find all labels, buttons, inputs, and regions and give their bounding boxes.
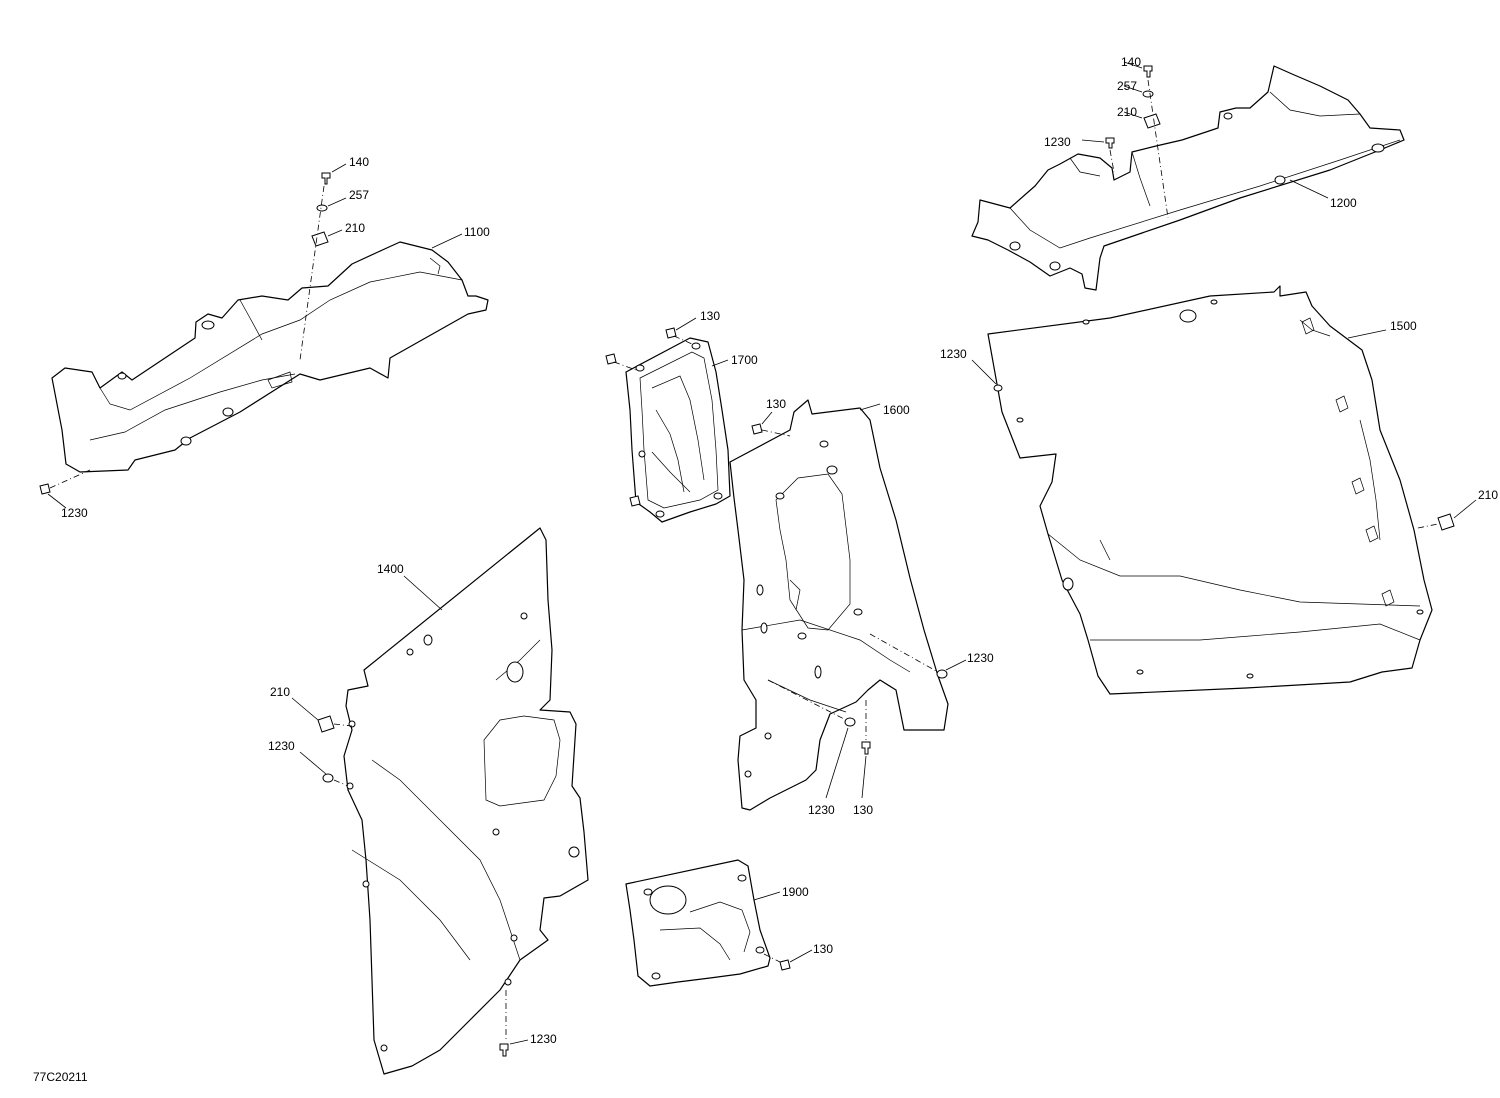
- callout-1230: 1230: [61, 506, 88, 520]
- callout-1400: 1400: [377, 562, 404, 576]
- part-1100-side-panel: [51, 241, 489, 473]
- callout-1200: 1200: [1330, 196, 1357, 210]
- fasteners-1500: [971, 329, 1477, 531]
- callout-1600: 1600: [883, 403, 910, 417]
- callout-130: 130: [766, 397, 786, 411]
- part-1400-front-panel: [343, 527, 589, 1075]
- fasteners-1900: [753, 891, 813, 971]
- callout-1230: 1230: [1044, 135, 1071, 149]
- callout-140: 140: [349, 155, 369, 169]
- callout-210: 210: [345, 221, 365, 235]
- fasteners-1100: [39, 163, 463, 509]
- callout-140: 140: [1121, 55, 1141, 69]
- part-1600-center-panel: [729, 399, 949, 811]
- callout-130: 130: [813, 942, 833, 956]
- part-1700-access-frame: [625, 337, 731, 523]
- callout-1230: 1230: [808, 803, 835, 817]
- callout-1230: 1230: [268, 739, 295, 753]
- callout-1500: 1500: [1390, 319, 1417, 333]
- part-1900-cover-plate: [625, 859, 771, 987]
- callout-1230: 1230: [940, 347, 967, 361]
- fasteners-1400: [291, 575, 529, 1057]
- fasteners-1600: [751, 403, 967, 799]
- callout-labels: 140 257 210 1100 1230 140 257 210 1230 1…: [33, 55, 1498, 1084]
- part-1200-side-panel: [971, 65, 1405, 291]
- callout-1230: 1230: [967, 651, 994, 665]
- callout-210: 210: [1478, 488, 1498, 502]
- callout-130: 130: [853, 803, 873, 817]
- part-1500-rear-panel: [987, 285, 1433, 695]
- fasteners-1700: [605, 317, 729, 507]
- callout-210: 210: [270, 685, 290, 699]
- fasteners-1200: [1081, 61, 1329, 219]
- callout-1700: 1700: [731, 353, 758, 367]
- callout-257: 257: [349, 188, 369, 202]
- figure-code: 77C20211: [33, 1070, 88, 1084]
- callout-130: 130: [700, 309, 720, 323]
- callout-1230: 1230: [530, 1032, 557, 1046]
- callout-1100: 1100: [464, 225, 490, 239]
- callout-210: 210: [1117, 105, 1137, 119]
- callout-1900: 1900: [782, 885, 809, 899]
- callout-257: 257: [1117, 79, 1137, 93]
